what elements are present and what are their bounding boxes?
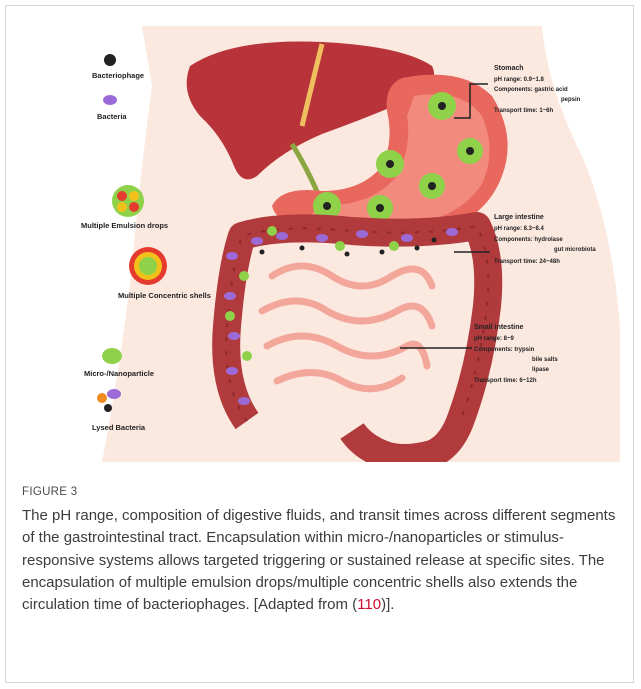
large-intestine-components: Components: hydrolase — [494, 237, 563, 243]
figure-caption: The pH range, composition of digestive f… — [22, 505, 622, 616]
caption-body: The pH range, composition of digestive f… — [22, 507, 615, 613]
small-intestine-title: Small intestine — [474, 324, 524, 331]
stomach-ph: pH range: 0.9~1.8 — [494, 77, 545, 83]
stomach-title: Stomach — [494, 65, 524, 72]
legend-bacteria-label: Bacteria — [97, 112, 127, 121]
microparticle-icon — [102, 348, 122, 364]
large-intestine-title: Large intestine — [494, 214, 544, 221]
emulsion-drop-icon — [112, 185, 144, 217]
small-intestine-components3: lipase — [532, 367, 550, 373]
small-intestine-components: Components: trypsin — [474, 347, 535, 353]
caption-end: )]. — [381, 596, 394, 613]
legend-bacteria: Bacteria — [97, 95, 127, 121]
legend-bacteriophage-label: Bacteriophage — [92, 71, 144, 80]
large-intestine-ph: pH range: 8.3~8.4 — [494, 226, 545, 232]
legend-microparticle-label: Micro-/Nanoparticle — [84, 369, 154, 378]
stomach-components: Components: gastric acid — [494, 87, 568, 93]
large-intestine-components2: gut microbiota — [554, 247, 596, 253]
large-intestine-transport: Transport time: 24~48h — [494, 259, 560, 265]
bacteria-icon — [103, 95, 117, 105]
legend-bacteriophage: Bacteriophage — [92, 54, 144, 80]
stomach-components2: pepsin — [561, 97, 581, 103]
stomach-transport: Transport time: 1~6h — [494, 108, 554, 114]
small-intestine-transport: Transport time: 6~12h — [474, 378, 537, 384]
legend-emulsion-label: Multiple Emulsion drops — [81, 221, 168, 230]
figure-label: FIGURE 3 — [22, 486, 77, 498]
legend-shells-label: Multiple Concentric shells — [118, 291, 211, 300]
legend-lysed-label: Lysed Bacteria — [92, 423, 146, 432]
bacteriophage-icon — [104, 54, 116, 66]
lysed-bacteria-icon — [97, 393, 107, 403]
gi-tract-figure: Bacteriophage Bacteria Multiple Emulsion… — [22, 26, 620, 462]
citation-link[interactable]: 110 — [357, 596, 381, 613]
small-intestine-components2: bile salts — [532, 357, 558, 363]
small-intestine-ph: pH range: 8~9 — [474, 336, 515, 342]
